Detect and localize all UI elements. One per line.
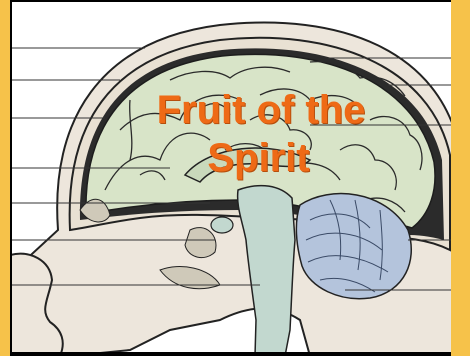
pituitary <box>211 217 233 233</box>
brain-cross-section-illustration <box>10 0 467 356</box>
background-strip <box>451 0 470 356</box>
illustration-frame: Fruit of the Spirit <box>10 0 467 356</box>
